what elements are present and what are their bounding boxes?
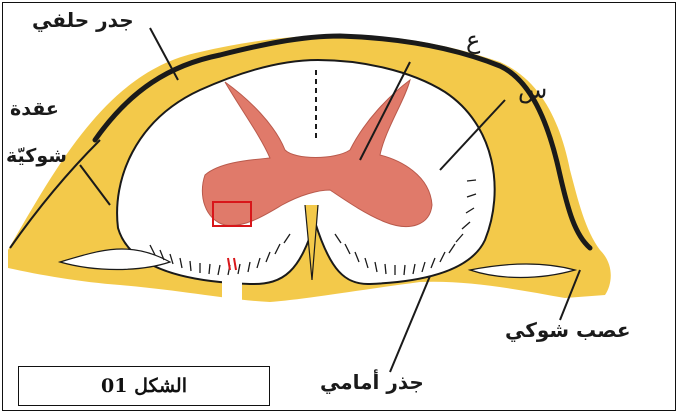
label-ganglion-line1: عقدة [10,98,59,120]
label-ain: ع [466,26,480,54]
label-ventral-root: جذر أمامي [320,370,424,394]
white-patch [222,280,242,302]
caption-box: الشكل 01 [18,366,270,406]
label-dorsal-root: جدر حلفي [32,8,134,32]
label-sin: س [518,76,547,104]
label-spinal-nerve: عصب شوكي [505,318,631,342]
figure-caption: الشكل 01 [101,375,187,397]
pointer-ventral-root [390,276,430,372]
label-ganglion-line2: شوكيّة [6,145,67,167]
